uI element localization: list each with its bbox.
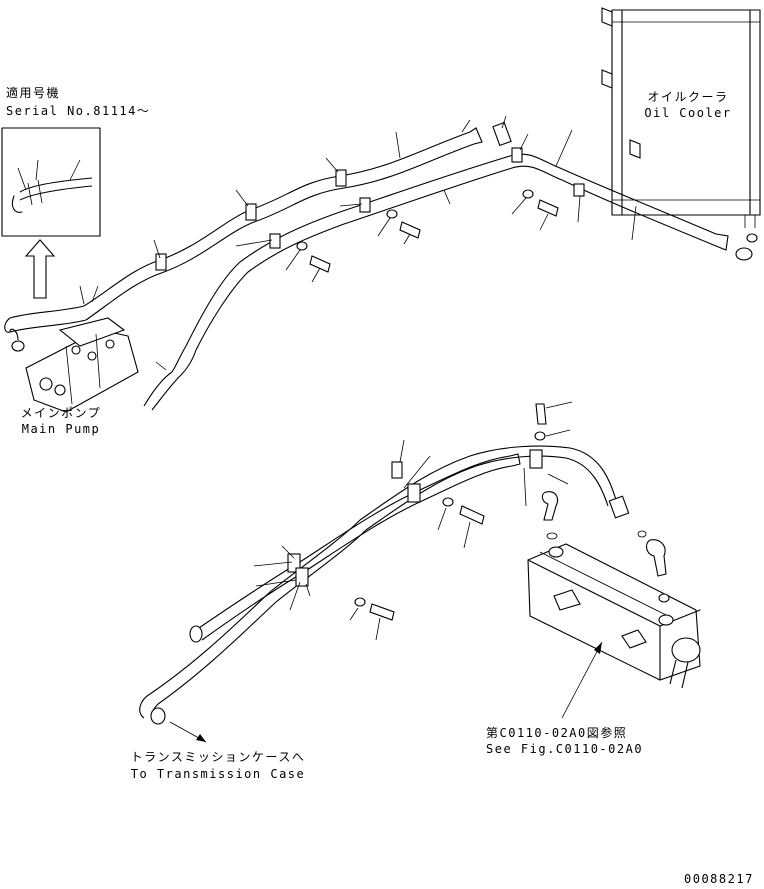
main-pump-label-en: Main Pump	[21, 422, 101, 436]
transmission-label-jp: トランスミッションケースへ	[130, 750, 306, 764]
oil-cooler-drawing	[601, 7, 761, 228]
oil-cooler-label-en: Oil Cooler	[644, 106, 732, 120]
upper-hoses	[83, 115, 758, 411]
see-fig-label-jp: 第C0110-02A0図参照	[486, 726, 628, 740]
lower-hoses	[139, 401, 667, 725]
main-pump-drawing	[4, 285, 139, 413]
serial-number-label: Serial No.81114～	[6, 104, 151, 118]
transmission-arrow-icon	[169, 721, 207, 743]
oil-cooler-label-jp: オイルクーラ	[647, 90, 729, 104]
see-fig-arrow-icon	[561, 641, 603, 719]
main-pump-label-jp: メインポンプ	[20, 406, 102, 420]
serial-inset-box	[1, 127, 101, 237]
see-fig-label-en: See Fig.C0110-02A0	[486, 742, 644, 756]
up-arrow-icon	[24, 239, 56, 299]
drawing-number: 00088217	[684, 872, 754, 886]
transmission-cooler-tank	[527, 543, 701, 689]
transmission-label-en: To Transmission Case	[130, 767, 306, 781]
serial-title-label: 適用号機	[6, 86, 61, 100]
